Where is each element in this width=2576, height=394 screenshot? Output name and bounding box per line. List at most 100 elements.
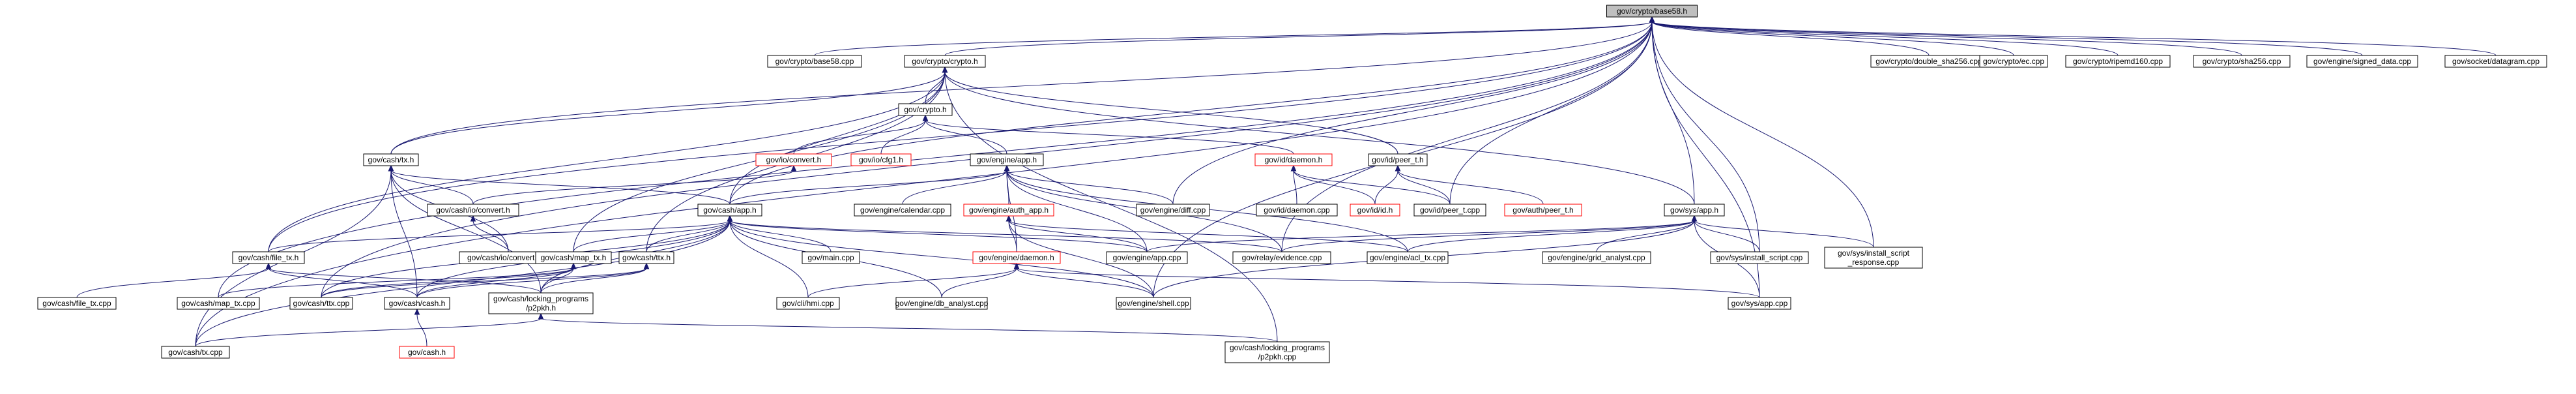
include-edge — [922, 114, 1294, 155]
file-node-gov-cash-h[interactable]: gov/cash.h — [399, 346, 455, 359]
file-node-relay[interactable]: gov/relay/evidence.cpp — [1232, 251, 1331, 264]
include-edge — [1006, 215, 1408, 252]
file-node-map-tx-h[interactable]: gov/cash/map_tx.h — [535, 251, 612, 264]
file-node-dgram[interactable]: gov/socket/datagram.cpp — [2444, 55, 2547, 68]
include-edge — [729, 66, 948, 205]
file-node-ttx-h[interactable]: gov/cash/ttx.h — [618, 251, 674, 264]
include-edge — [793, 114, 929, 155]
file-node-label: gov/cash/io/convert.h — [436, 205, 510, 215]
include-edge — [388, 164, 731, 205]
file-node-id-daemon-cpp[interactable]: gov/id/daemon.cpp — [1256, 204, 1338, 217]
file-node-install[interactable]: gov/sys/install_script.cpp — [1710, 251, 1809, 264]
file-node-p2pkh-cpp[interactable]: gov/cash/locking_programs/p2pkh.cpp — [1224, 341, 1330, 363]
file-node-cash-h[interactable]: gov/cash/cash.h — [384, 297, 450, 310]
include-edge — [1649, 16, 2014, 56]
file-node-label: gov/cash/ttx.cpp — [293, 299, 350, 308]
file-node-file-tx-h[interactable]: gov/cash/file_tx.h — [232, 251, 305, 264]
file-node-calendar[interactable]: gov/engine/calendar.cpp — [854, 204, 951, 217]
file-node-label: gov/sys/app.h — [1670, 205, 1718, 215]
include-edge — [1281, 16, 1655, 252]
include-edge — [1006, 215, 1148, 252]
file-node-ec[interactable]: gov/crypto/ec.cpp — [1979, 55, 2048, 68]
file-node-sys-app[interactable]: gov/sys/app.h — [1664, 204, 1725, 217]
file-node-peer-t-cpp[interactable]: gov/id/peer_t.cpp — [1413, 204, 1486, 217]
file-node-label: gov/cash/cash.h — [389, 299, 446, 308]
file-node-sha256[interactable]: gov/crypto/sha256.cpp — [2193, 55, 2291, 68]
file-node-label: gov/io/cfg1.h — [859, 155, 903, 164]
file-node-label: gov/cash/app.h — [703, 205, 756, 215]
include-edge — [727, 215, 809, 298]
file-node-sys-app-cpp[interactable]: gov/sys/app.cpp — [1728, 297, 1791, 310]
include-edge — [941, 262, 1020, 298]
file-node-id-id[interactable]: gov/id/id.h — [1350, 204, 1400, 217]
file-node-eng-daemon[interactable]: gov/engine/daemon.h — [972, 251, 1061, 264]
include-edge — [321, 262, 650, 298]
include-edge — [1395, 164, 1544, 205]
include-edge — [1649, 16, 1760, 252]
file-node-auth-app[interactable]: gov/engine/auth_app.h — [963, 204, 1054, 217]
file-node-label: gov/main.cpp — [807, 253, 854, 262]
include-edge — [414, 308, 427, 347]
include-edge — [472, 164, 797, 205]
file-node-cash-io-conv[interactable]: gov/cash/io/convert.h — [427, 204, 519, 217]
file-node-label: gov/engine/signed_data.cpp — [2313, 57, 2411, 66]
file-node-label: gov/cash/map_tx.h — [541, 253, 607, 262]
file-node-label: gov/cash/file_tx.cpp — [42, 299, 111, 308]
include-edge — [1649, 16, 2363, 56]
include-edge — [388, 164, 474, 205]
file-node-auth-peer[interactable]: gov/auth/peer_t.h — [1504, 204, 1582, 217]
file-node-label: gov/engine/auth_app.h — [969, 205, 1049, 215]
file-node-cash-io-conv-cpp[interactable]: gov/cash/io/convert.cpp — [459, 251, 558, 264]
file-node-label: gov/cash/map_tx.cpp — [181, 299, 255, 308]
file-node-main-cpp[interactable]: gov/main.cpp — [802, 251, 860, 264]
file-node-signed[interactable]: gov/engine/signed_data.cpp — [2306, 55, 2418, 68]
include-edge — [1649, 16, 1695, 205]
file-node-label: gov/cash/ttx.h — [622, 253, 671, 262]
include-edge — [390, 16, 1655, 155]
file-node-p2pkh-h[interactable]: gov/cash/locking_programs/p2pkh.h — [488, 292, 594, 314]
file-node-ripemd[interactable]: gov/crypto/ripemd160.cpp — [2065, 55, 2171, 68]
file-node-install-resp[interactable]: gov/sys/install_script_response.cpp — [1824, 247, 1923, 269]
file-node-label: gov/id/daemon.cpp — [1264, 205, 1330, 215]
file-node-label: gov/engine/db_analyst.cpp — [895, 299, 989, 308]
file-node-grid[interactable]: gov/engine/grid_analyst.cpp — [1542, 251, 1651, 264]
include-edge — [1395, 164, 1451, 205]
file-node-ttx-cpp[interactable]: gov/cash/ttx.cpp — [289, 297, 353, 310]
file-node-root[interactable]: gov/crypto/base58.h — [1606, 5, 1698, 18]
file-node-file-tx-cpp[interactable]: gov/cash/file_tx.cpp — [37, 297, 117, 310]
file-node-cash-tx-h[interactable]: gov/cash/tx.h — [363, 153, 419, 166]
include-edge — [540, 262, 650, 294]
file-node-peer-t[interactable]: gov/id/peer_t.h — [1368, 153, 1428, 166]
include-edge — [729, 164, 1010, 205]
file-node-dsha[interactable]: gov/crypto/double_sha256.cpp — [1870, 55, 1988, 68]
include-edge — [1596, 215, 1698, 252]
file-node-cash-app[interactable]: gov/cash/app.h — [697, 204, 762, 217]
file-node-label: gov/id/daemon.h — [1265, 155, 1323, 164]
file-node-label: gov/crypto/double_sha256.cpp — [1875, 57, 1982, 66]
file-node-label: gov/cli/hmi.cpp — [782, 299, 834, 308]
file-node-io-cfg1[interactable]: gov/io/cfg1.h — [850, 153, 912, 166]
file-node-eng-app[interactable]: gov/engine/app.h — [970, 153, 1044, 166]
file-node-db-analyst[interactable]: gov/engine/db_analyst.cpp — [895, 297, 989, 310]
file-node-io-convert[interactable]: gov/io/convert.h — [755, 153, 832, 166]
file-node-cash-tx-cpp[interactable]: gov/cash/tx.cpp — [161, 346, 230, 359]
include-edge — [538, 312, 1278, 342]
include-edge — [321, 262, 577, 298]
include-edge — [729, 16, 1655, 205]
file-node-b58cpp[interactable]: gov/crypto/base58.cpp — [767, 55, 862, 68]
file-node-label: gov/id/peer_t.cpp — [1420, 205, 1480, 215]
file-node-shell[interactable]: gov/engine/shell.cpp — [1116, 297, 1191, 310]
file-node-label: gov/cash.h — [408, 348, 446, 357]
file-node-label: gov/cash/tx.cpp — [168, 348, 223, 357]
file-node-cli[interactable]: gov/cli/hmi.cpp — [776, 297, 840, 310]
file-node-label: gov/engine/app.h — [977, 155, 1037, 164]
include-edge — [1146, 215, 1698, 252]
file-node-map-tx-cpp[interactable]: gov/cash/map_tx.cpp — [177, 297, 260, 310]
file-node-acl[interactable]: gov/engine/acl_tx.cpp — [1367, 251, 1449, 264]
file-node-id-daemon[interactable]: gov/id/daemon.h — [1254, 153, 1333, 166]
file-node-crypto-h[interactable]: gov/crypto/crypto.h — [904, 55, 986, 68]
include-edge — [807, 262, 1020, 298]
file-node-diff[interactable]: gov/engine/diff.cpp — [1136, 204, 1210, 217]
file-node-eng-app-cpp[interactable]: gov/engine/app.cpp — [1106, 251, 1188, 264]
file-node-crypto2[interactable]: gov/crypto.h — [898, 103, 953, 116]
